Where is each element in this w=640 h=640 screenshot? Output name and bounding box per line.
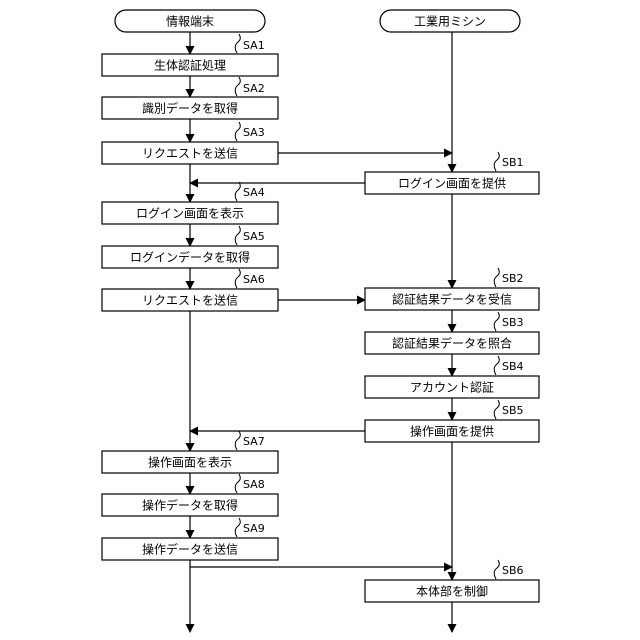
step-text: 識別データを取得 [142,101,238,116]
label-tick [235,34,240,53]
step-text: 操作画面を表示 [148,455,232,470]
label-tick [235,77,240,96]
terminal-sewing-machine: 工業用ミシン [380,10,520,32]
step-label: SA7 [243,435,265,448]
label-tick [494,356,499,375]
step-label: SA1 [243,39,265,52]
label-tick [235,182,240,201]
step-label: SA5 [243,230,265,243]
step-label: SA6 [243,273,265,286]
step-text: 操作データを送信 [142,542,238,557]
step-text: リクエストを送信 [142,146,238,161]
step-label: SB4 [502,360,524,373]
terminal-info-terminal: 情報端末 [115,10,265,32]
label-tick [494,268,499,287]
label-tick [235,518,240,537]
step-label: SA9 [243,522,265,535]
step-text: ログイン画面を提供 [398,176,506,191]
step-text: 操作画面を提供 [410,424,494,439]
label-tick [235,269,240,288]
step-text: リクエストを送信 [142,293,238,308]
label-tick [235,122,240,141]
step-text: 認証結果データを受信 [392,292,512,307]
step-label: SB1 [502,156,524,169]
terminal-label: 工業用ミシン [414,15,486,29]
step-label: SA4 [243,186,265,199]
step-label: SA3 [243,126,265,139]
step-label: SB2 [502,272,524,285]
step-label: SA2 [243,82,265,95]
terminal-label: 情報端末 [166,15,214,29]
step-text: ログインデータを取得 [130,250,250,265]
label-tick [494,312,499,331]
step-text: 操作データを取得 [142,498,238,513]
step-label: SB3 [502,316,524,329]
step-text: ログイン画面を表示 [136,207,244,221]
label-tick [494,400,499,419]
step-text: アカウント認証 [410,380,494,395]
step-label: SA8 [243,478,265,491]
label-tick [494,152,499,171]
label-tick [494,560,499,579]
step-text: 生体認証処理 [154,58,226,73]
label-tick [235,431,240,450]
step-text: 認証結果データを照合 [392,336,512,351]
step-label: SB6 [502,564,524,577]
step-label: SB5 [502,404,524,417]
step-text: 本体部を制御 [416,584,488,599]
label-tick [235,474,240,493]
label-tick [235,226,240,245]
